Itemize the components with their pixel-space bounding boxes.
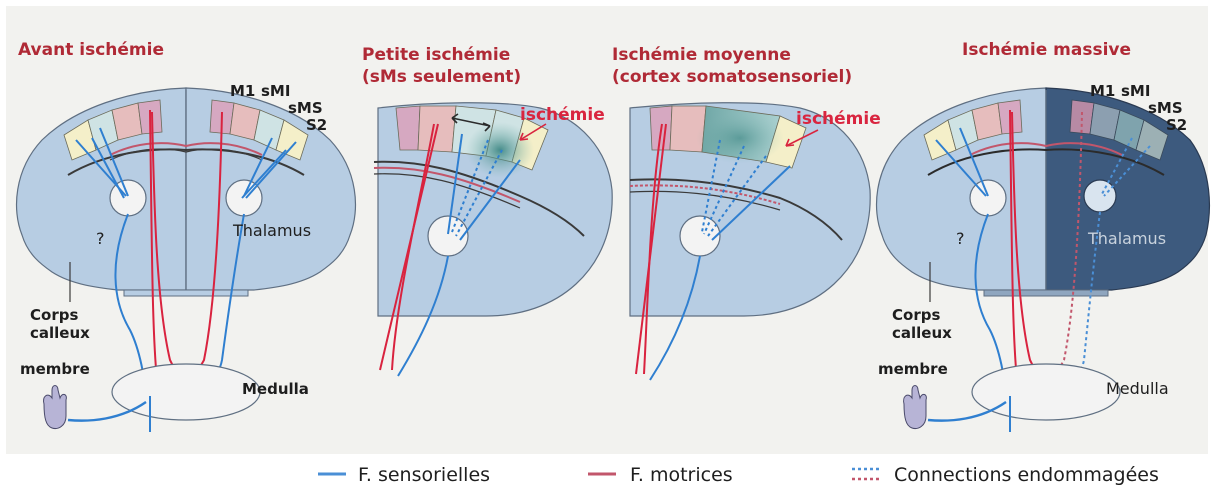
label-corps: Corps — [30, 306, 78, 324]
label-calleux: calleux — [892, 324, 952, 342]
label-medulla: Medulla — [242, 380, 309, 398]
legend-label-damaged: Connections endommagées — [894, 464, 1159, 486]
label-question: ? — [96, 229, 105, 248]
panel-title: Ischémie massive — [962, 40, 1131, 60]
ischemia-spot — [696, 112, 784, 164]
label-sms: sMS — [1148, 99, 1183, 117]
panel-title: Avant ischémie — [18, 40, 164, 60]
legend-label-motor: F. motrices — [630, 464, 733, 486]
label-medulla: Medulla — [1106, 379, 1169, 398]
label-s2: S2 — [1166, 116, 1187, 134]
label-question: ? — [956, 229, 965, 248]
panel-title-line1: Petite ischémie — [362, 45, 510, 65]
label-smi: sMI — [261, 82, 290, 100]
ischemie-label: ischémie — [520, 105, 605, 125]
label-thalamus: Thalamus — [232, 221, 311, 240]
label-calleux: calleux — [30, 324, 90, 342]
label-m1: M1 — [1090, 82, 1115, 100]
label-sms: sMS — [288, 99, 323, 117]
label-m1: M1 — [230, 82, 255, 100]
label-smi: sMI — [1121, 82, 1150, 100]
panel-title-line1: Ischémie moyenne — [612, 45, 791, 65]
legend-label-sensory: F. sensorielles — [358, 464, 490, 486]
panel-title-line2: (sMs seulement) — [362, 67, 521, 87]
label-membre: membre — [20, 360, 90, 378]
label-s2: S2 — [306, 116, 327, 134]
legend-item-damaged: Connections endommagées — [852, 464, 1159, 486]
panel-title-line2: (cortex somatosensoriel) — [612, 67, 852, 87]
label-thalamus: Thalamus — [1087, 229, 1166, 248]
label-corps: Corps — [892, 306, 940, 324]
label-membre: membre — [878, 360, 948, 378]
ischemie-label: ischémie — [796, 109, 881, 129]
